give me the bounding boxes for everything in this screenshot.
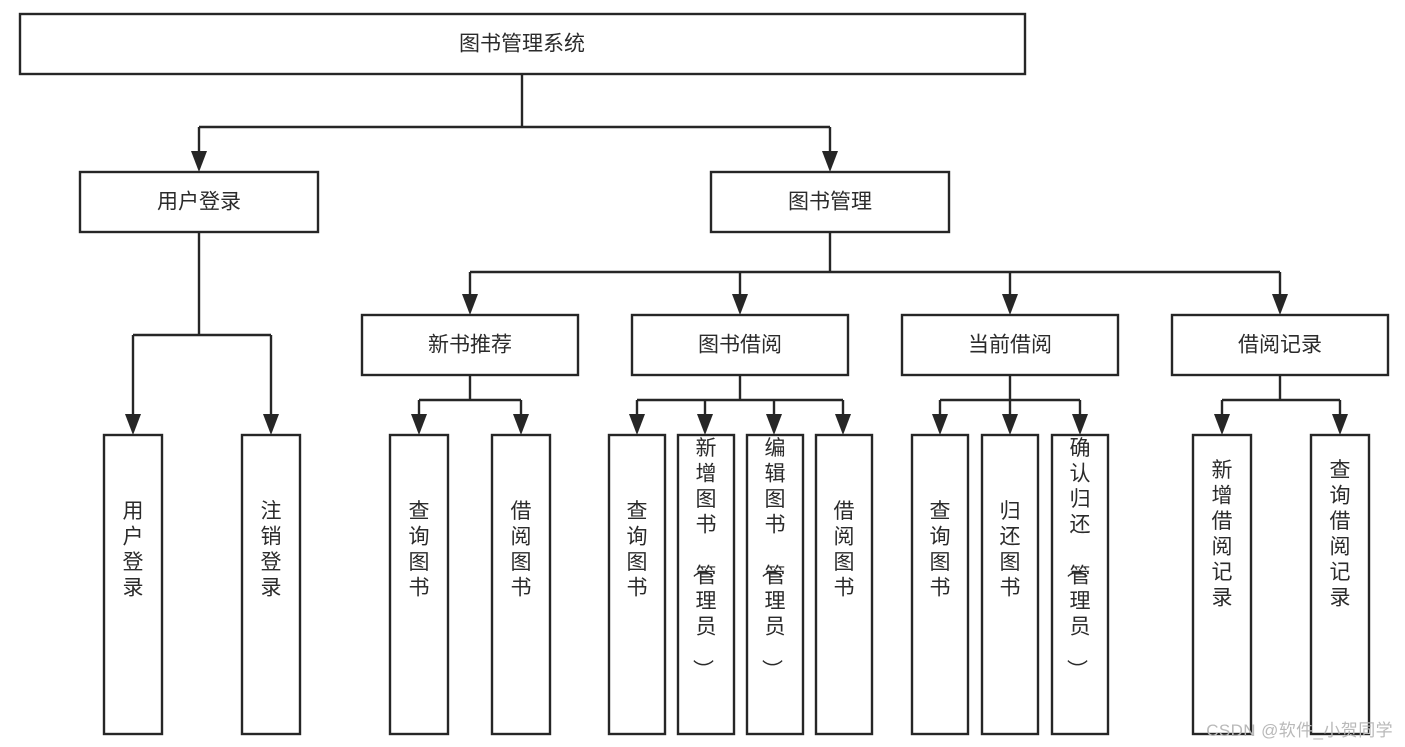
node-leaf-add-record-label: 新增借阅记录	[1212, 459, 1233, 610]
connector-layer	[125, 74, 1348, 435]
node-leaf-query-book-3[interactable]: 查询图书	[910, 433, 970, 736]
node-new-book-rec-label: 新书推荐	[428, 334, 512, 357]
arrowhead-user-login	[191, 151, 207, 172]
edge-borrowrecord-to-leaves	[1220, 375, 1342, 418]
node-leaf-query-record[interactable]: 查询借阅记录	[1309, 433, 1371, 736]
arrowhead-borrow-record	[1272, 294, 1288, 315]
node-leaf-borrow-book-1[interactable]: 借阅图书	[490, 433, 552, 736]
arrowhead-leaf-logout	[263, 414, 279, 435]
node-leaf-query-book-3-box[interactable]	[910, 433, 970, 736]
node-leaf-borrow-book-1-box[interactable]	[490, 433, 552, 736]
edge-currentborrow-to-leaves	[938, 375, 1082, 418]
node-leaf-query-book-2-label: 查询图书	[627, 500, 648, 600]
arrowhead-book-manage	[822, 151, 838, 172]
node-root[interactable]: 图书管理系统	[18, 12, 1027, 76]
node-current-borrow-label: 当前借阅	[968, 334, 1052, 357]
node-leaf-add-book-box[interactable]	[676, 433, 736, 736]
arrowhead-leaf-add-book	[697, 414, 713, 435]
node-leaf-return-book-label: 归还图书	[1000, 500, 1021, 600]
node-leaf-query-book-1-box[interactable]	[388, 433, 450, 736]
node-leaf-add-record[interactable]: 新增借阅记录	[1191, 433, 1253, 736]
arrowhead-leaf-query-book-1	[411, 414, 427, 435]
node-leaf-edit-book-label: 编辑图书（管理员）	[760, 437, 786, 680]
arrowhead-leaf-query-book-3	[932, 414, 948, 435]
node-leaf-logout-box[interactable]	[240, 433, 302, 736]
node-root-label: 图书管理系统	[459, 33, 585, 56]
node-leaf-query-record-box[interactable]	[1309, 433, 1371, 736]
node-leaf-query-book-2[interactable]: 查询图书	[607, 433, 667, 736]
node-current-borrow-box[interactable]	[900, 313, 1120, 377]
node-borrow-record-label: 借阅记录	[1238, 334, 1322, 357]
arrowhead-book-borrow	[732, 294, 748, 315]
node-leaf-query-book-1[interactable]: 查询图书	[388, 433, 450, 736]
node-user-login-label: 用户登录	[157, 191, 241, 214]
node-leaf-user-login[interactable]: 用户登录	[102, 433, 164, 736]
arrowhead-leaf-borrow-book-2	[835, 414, 851, 435]
node-user-login-box[interactable]	[78, 170, 320, 234]
node-book-borrow-box[interactable]	[630, 313, 850, 377]
node-leaf-borrow-book-2-label: 借阅图书	[834, 500, 855, 600]
arrowhead-leaf-user-login	[125, 414, 141, 435]
node-leaf-add-record-box[interactable]	[1191, 433, 1253, 736]
node-leaf-edit-book[interactable]: 编辑图书（管理员）	[745, 433, 805, 736]
node-leaf-confirm-return-box[interactable]	[1050, 433, 1110, 736]
node-book-manage[interactable]: 图书管理	[709, 170, 951, 234]
arrowhead-new-book-rec	[462, 294, 478, 315]
node-leaf-edit-book-box[interactable]	[745, 433, 805, 736]
node-root-box[interactable]	[18, 12, 1027, 76]
node-user-login[interactable]: 用户登录	[78, 170, 320, 234]
node-current-borrow[interactable]: 当前借阅	[900, 313, 1120, 377]
node-leaf-query-record-label: 查询借阅记录	[1330, 459, 1351, 610]
node-borrow-record[interactable]: 借阅记录	[1170, 313, 1390, 377]
edge-userlogin-to-leaves	[131, 232, 273, 418]
node-leaf-borrow-book-2[interactable]: 借阅图书	[814, 433, 874, 736]
node-leaf-confirm-return[interactable]: 确认归还（管理员）	[1050, 433, 1110, 736]
node-leaf-user-login-box[interactable]	[102, 433, 164, 736]
edge-root-to-level2	[197, 74, 832, 155]
node-book-manage-label: 图书管理	[788, 191, 872, 214]
arrowhead-leaf-edit-book	[766, 414, 782, 435]
node-leaf-query-book-1-label: 查询图书	[409, 500, 430, 600]
node-book-manage-box[interactable]	[709, 170, 951, 234]
arrowhead-leaf-query-record	[1332, 414, 1348, 435]
node-leaf-user-login-label: 用户登录	[123, 500, 144, 600]
node-borrow-record-box[interactable]	[1170, 313, 1390, 377]
edge-newbookrec-to-leaves	[417, 375, 523, 418]
node-new-book-rec-box[interactable]	[360, 313, 580, 377]
node-leaf-borrow-book-1-label: 借阅图书	[511, 500, 532, 600]
node-leaf-add-book-label: 新增图书（管理员）	[691, 437, 717, 680]
node-leaf-logout[interactable]: 注销登录	[240, 433, 302, 736]
csdn-watermark: CSDN @软件_小贺同学	[1206, 721, 1393, 740]
node-leaf-borrow-book-2-box[interactable]	[814, 433, 874, 736]
node-leaf-return-book-box[interactable]	[980, 433, 1040, 736]
node-leaf-query-book-2-box[interactable]	[607, 433, 667, 736]
node-leaf-return-book[interactable]: 归还图书	[980, 433, 1040, 736]
node-book-borrow[interactable]: 图书借阅	[630, 313, 850, 377]
arrowhead-leaf-query-book-2	[629, 414, 645, 435]
node-new-book-rec[interactable]: 新书推荐	[360, 313, 580, 377]
node-book-borrow-label: 图书借阅	[698, 334, 782, 357]
arrowhead-leaf-add-record	[1214, 414, 1230, 435]
edge-bookborrow-to-leaves	[635, 375, 845, 418]
node-leaf-query-book-3-label: 查询图书	[930, 500, 951, 600]
node-leaf-confirm-return-label: 确认归还（管理员）	[1065, 437, 1091, 680]
arrowhead-leaf-borrow-book-1	[513, 414, 529, 435]
node-leaf-logout-label: 注销登录	[261, 500, 282, 600]
arrowhead-leaf-return-book	[1002, 414, 1018, 435]
edge-bookmanage-to-level3	[468, 232, 1282, 298]
node-leaf-add-book[interactable]: 新增图书（管理员）	[676, 433, 736, 736]
arrowhead-leaf-confirm-return	[1072, 414, 1088, 435]
arrowhead-current-borrow	[1002, 294, 1018, 315]
